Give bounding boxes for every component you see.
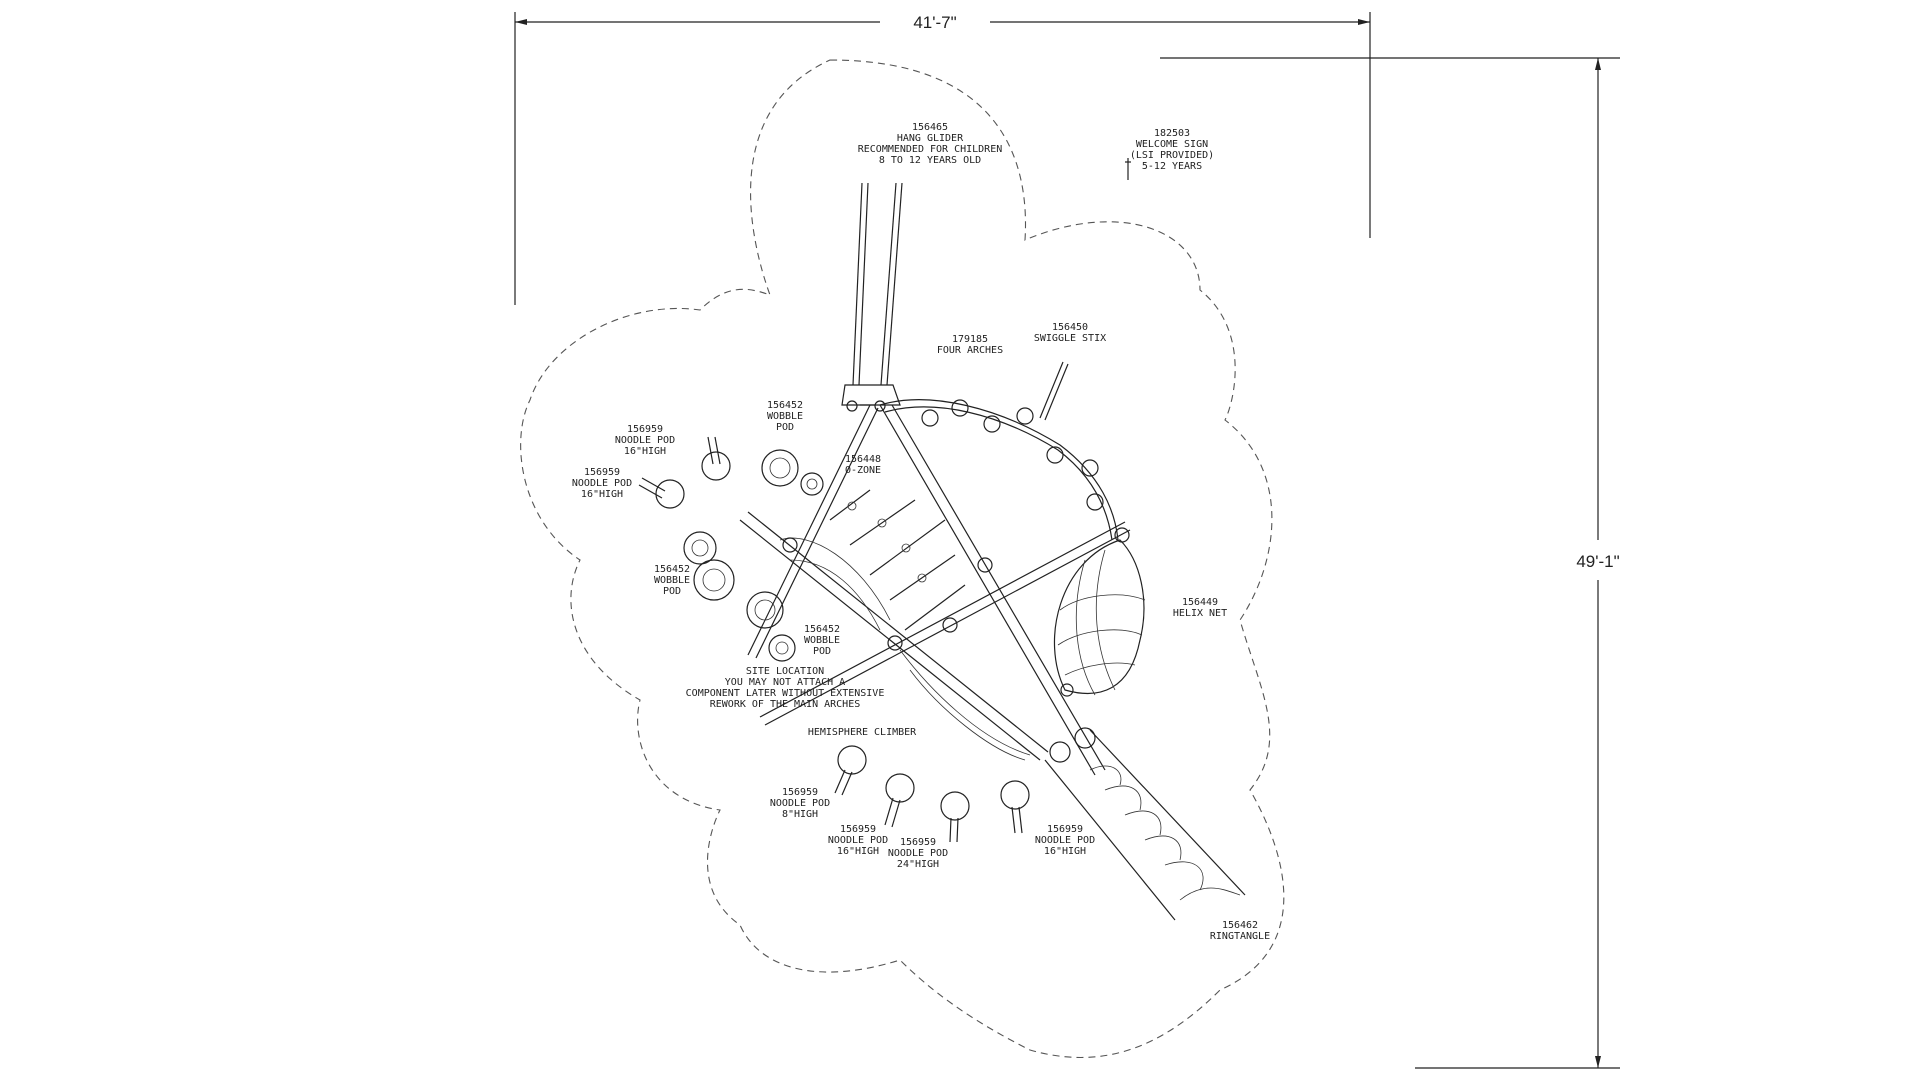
- label-line: 156959: [840, 824, 876, 835]
- label-line: 156959: [584, 467, 620, 478]
- label-line: WOBBLE: [654, 575, 690, 586]
- label-line: FOUR ARCHES: [937, 345, 1003, 356]
- four-arches-structure: [747, 399, 1119, 776]
- height-dimension-text: 49'-1": [1576, 552, 1619, 571]
- helix-net: [1053, 539, 1146, 697]
- label-line: NOODLE POD: [828, 835, 888, 846]
- label-line: HELIX NET: [1173, 608, 1227, 619]
- label-line: 156462: [1222, 920, 1258, 931]
- swiggle-stix: [1039, 361, 1069, 421]
- label-line: 182503: [1154, 128, 1190, 139]
- label-line: 156959: [782, 787, 818, 798]
- label-line: 8"HIGH: [782, 809, 818, 820]
- label-line: POD: [663, 586, 681, 597]
- wobble-pod-left: [683, 531, 735, 601]
- label-line: WOBBLE: [767, 411, 803, 422]
- noodle-pod-1: [701, 436, 731, 481]
- label-line: 156450: [1052, 322, 1088, 333]
- label-line: 156959: [900, 837, 936, 848]
- label-line: WOBBLE: [804, 635, 840, 646]
- label-line: 179185: [952, 334, 988, 345]
- o-zone-climber: [829, 489, 966, 631]
- label-line: 156449: [1182, 597, 1218, 608]
- label-line: COMPONENT LATER WITHOUT EXTENSIVE: [686, 688, 885, 699]
- label-line: 156452: [804, 624, 840, 635]
- label-line: SWIGGLE STIX: [1034, 333, 1106, 344]
- label-line: 16"HIGH: [624, 446, 666, 457]
- label-line: 156465: [912, 122, 948, 133]
- label-line: 156452: [654, 564, 690, 575]
- hang-glider-structure: [841, 182, 903, 412]
- label-line: 156959: [1047, 824, 1083, 835]
- safety-surfacing-boundary: [520, 59, 1285, 1059]
- label-line: NOODLE POD: [572, 478, 632, 489]
- label-line: SITE LOCATION: [746, 666, 824, 677]
- width-dimension-text: 41'-7": [913, 13, 956, 32]
- label-line: NOODLE POD: [615, 435, 675, 446]
- noodle-pod-2: [638, 477, 685, 509]
- label-line: YOU MAY NOT ATTACH A: [725, 677, 845, 688]
- label-line: 156959: [627, 424, 663, 435]
- label-line: 16"HIGH: [837, 846, 879, 857]
- label-line: HEMISPHERE CLIMBER: [808, 727, 917, 738]
- label-line: RINGTANGLE: [1210, 931, 1270, 942]
- noodle-pod-8: [834, 745, 867, 796]
- label-line: NOODLE POD: [888, 848, 948, 859]
- height-dimension: 49'-1": [1160, 57, 1620, 1069]
- label-line: 156452: [767, 400, 803, 411]
- label-line: 8 TO 12 YEARS OLD: [879, 155, 981, 166]
- label-line: NOODLE POD: [770, 798, 830, 809]
- label-line: (LSI PROVIDED): [1130, 150, 1214, 161]
- noodle-pod-16b: [884, 773, 915, 828]
- label-hemisphere-climber: HEMISPHERE CLIMBER: [808, 727, 917, 738]
- wobble-pod-top: [761, 449, 824, 496]
- noodle-pod-24: [940, 791, 970, 843]
- label-line: WELCOME SIGN: [1136, 139, 1208, 150]
- label-line: NOODLE POD: [1035, 835, 1095, 846]
- label-line: POD: [776, 422, 794, 433]
- label-line: HANG GLIDER: [897, 133, 964, 144]
- label-line: 156448: [845, 454, 881, 465]
- hemisphere-climber: [739, 511, 1131, 761]
- label-line: POD: [813, 646, 831, 657]
- label-line: 16"HIGH: [581, 489, 623, 500]
- label-line: REWORK OF THE MAIN ARCHES: [710, 699, 861, 710]
- noodle-pod-16c: [1000, 780, 1030, 834]
- label-line: O-ZONE: [845, 465, 881, 476]
- welcome-sign: [1125, 158, 1131, 180]
- label-line: 16"HIGH: [1044, 846, 1086, 857]
- wobble-pod-mid: [746, 591, 796, 662]
- label-line: 5-12 YEARS: [1142, 161, 1202, 172]
- width-dimension: 41'-7": [514, 12, 1371, 305]
- label-line: RECOMMENDED FOR CHILDREN: [858, 144, 1003, 155]
- ringtangle: [1044, 727, 1246, 921]
- label-line: 24"HIGH: [897, 859, 939, 870]
